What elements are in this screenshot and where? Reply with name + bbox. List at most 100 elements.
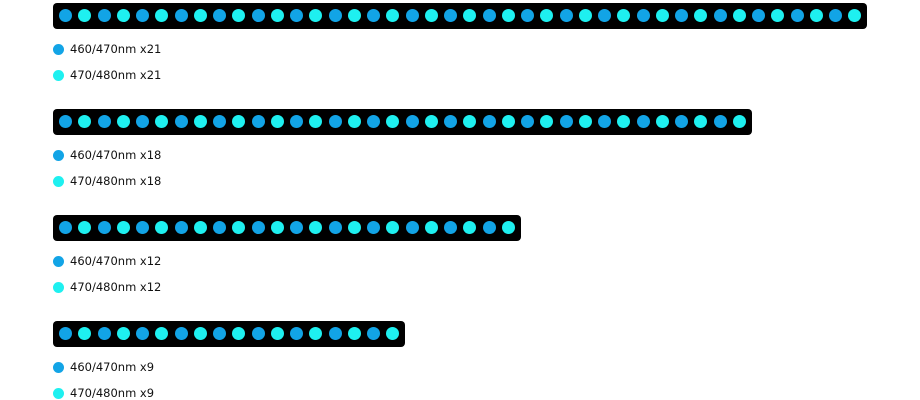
led-470-480nm: [694, 9, 708, 22]
legend-dot-470-480-icon: [53, 69, 64, 81]
led-470-480nm: [78, 327, 92, 340]
led-strip-36: [53, 109, 752, 135]
led-460-470nm: [251, 221, 265, 234]
led-460-470nm: [559, 9, 573, 22]
led-470-480nm: [386, 115, 400, 128]
led-460-470nm: [59, 327, 72, 340]
led-470-480nm: [78, 115, 92, 128]
led-460-470nm: [598, 9, 611, 22]
led-470-480nm: [732, 9, 746, 22]
led-460-470nm: [405, 115, 419, 128]
led-460-470nm: [636, 9, 650, 22]
led-460-470nm: [97, 115, 111, 128]
led-460-470nm: [136, 221, 149, 234]
legend-item-460-470: 460/470nm x12: [53, 254, 161, 268]
led-470-480nm: [116, 9, 130, 22]
led-460-470nm: [444, 115, 457, 128]
led-460-470nm: [136, 9, 149, 22]
led-460-470nm: [290, 115, 303, 128]
led-470-480nm: [270, 327, 284, 340]
led-460-470nm: [636, 115, 650, 128]
led-460-470nm: [367, 327, 380, 340]
led-460-470nm: [97, 327, 111, 340]
led-460-470nm: [213, 9, 226, 22]
led-460-470nm: [444, 221, 457, 234]
led-470-480nm: [309, 9, 323, 22]
legend-dot-470-480-icon: [53, 175, 64, 187]
led-460-470nm: [559, 115, 573, 128]
led-strip-18: [53, 321, 405, 347]
legend-dot-460-470-icon: [53, 361, 64, 373]
led-470-480nm: [232, 115, 246, 128]
legend-label-470-480: 470/480nm x18: [70, 174, 162, 188]
legend-item-460-470: 460/470nm x9: [53, 360, 154, 374]
legend-label-470-480: 470/480nm x21: [70, 68, 162, 82]
led-470-480nm: [501, 9, 515, 22]
led-460-470nm: [713, 9, 727, 22]
legend-dot-470-480-icon: [53, 387, 64, 399]
led-470-480nm: [809, 9, 823, 22]
legend-dot-460-470-icon: [53, 43, 64, 55]
led-460-470nm: [174, 115, 188, 128]
led-470-480nm: [732, 115, 746, 128]
led-460-470nm: [482, 9, 496, 22]
legend-item-460-470: 460/470nm x18: [53, 148, 161, 162]
led-460-470nm: [174, 327, 188, 340]
led-470-480nm: [463, 115, 477, 128]
led-470-480nm: [78, 221, 92, 234]
led-470-480nm: [347, 115, 361, 128]
led-470-480nm: [424, 9, 438, 22]
led-460-470nm: [328, 9, 342, 22]
legend-label-460-470: 460/470nm x12: [70, 254, 162, 268]
led-470-480nm: [193, 115, 207, 128]
led-460-470nm: [97, 9, 111, 22]
legend-label-470-480: 470/480nm x9: [70, 386, 155, 400]
led-460-470nm: [97, 221, 111, 234]
led-460-470nm: [251, 9, 265, 22]
led-470-480nm: [463, 9, 477, 22]
led-470-480nm: [347, 9, 361, 22]
led-470-480nm: [155, 327, 169, 340]
strip-block-24: 460/470nm x12 470/480nm x12: [53, 215, 521, 294]
led-470-480nm: [655, 115, 669, 128]
led-470-480nm: [309, 221, 323, 234]
led-470-480nm: [78, 9, 92, 22]
led-460-470nm: [790, 9, 804, 22]
led-460-470nm: [328, 115, 342, 128]
led-470-480nm: [848, 9, 862, 22]
led-460-470nm: [444, 9, 457, 22]
led-470-480nm: [771, 9, 785, 22]
led-470-480nm: [386, 327, 400, 340]
led-470-480nm: [694, 115, 708, 128]
led-470-480nm: [193, 9, 207, 22]
led-460-470nm: [213, 115, 226, 128]
led-470-480nm: [501, 221, 515, 234]
led-470-480nm: [116, 115, 130, 128]
led-470-480nm: [270, 221, 284, 234]
led-460-470nm: [367, 115, 380, 128]
strip-block-42: 460/470nm x21 470/480nm x21: [53, 3, 867, 82]
led-strip-24: [53, 215, 521, 241]
led-470-480nm: [424, 221, 438, 234]
led-460-470nm: [290, 221, 303, 234]
led-460-470nm: [174, 9, 188, 22]
legend-item-470-480: 470/480nm x12: [53, 280, 161, 294]
led-strip-42: [53, 3, 867, 29]
led-460-470nm: [328, 327, 342, 340]
led-470-480nm: [617, 9, 631, 22]
led-460-470nm: [59, 9, 72, 22]
led-460-470nm: [136, 327, 149, 340]
led-460-470nm: [290, 327, 303, 340]
strip-block-36: 460/470nm x18 470/480nm x18: [53, 109, 752, 188]
led-470-480nm: [463, 221, 477, 234]
led-460-470nm: [213, 327, 226, 340]
led-460-470nm: [405, 221, 419, 234]
led-470-480nm: [270, 9, 284, 22]
led-460-470nm: [521, 9, 534, 22]
led-470-480nm: [386, 221, 400, 234]
led-470-480nm: [386, 9, 400, 22]
legend-item-470-480: 470/480nm x9: [53, 386, 154, 400]
led-460-470nm: [367, 9, 380, 22]
led-470-480nm: [540, 9, 554, 22]
led-470-480nm: [116, 327, 130, 340]
